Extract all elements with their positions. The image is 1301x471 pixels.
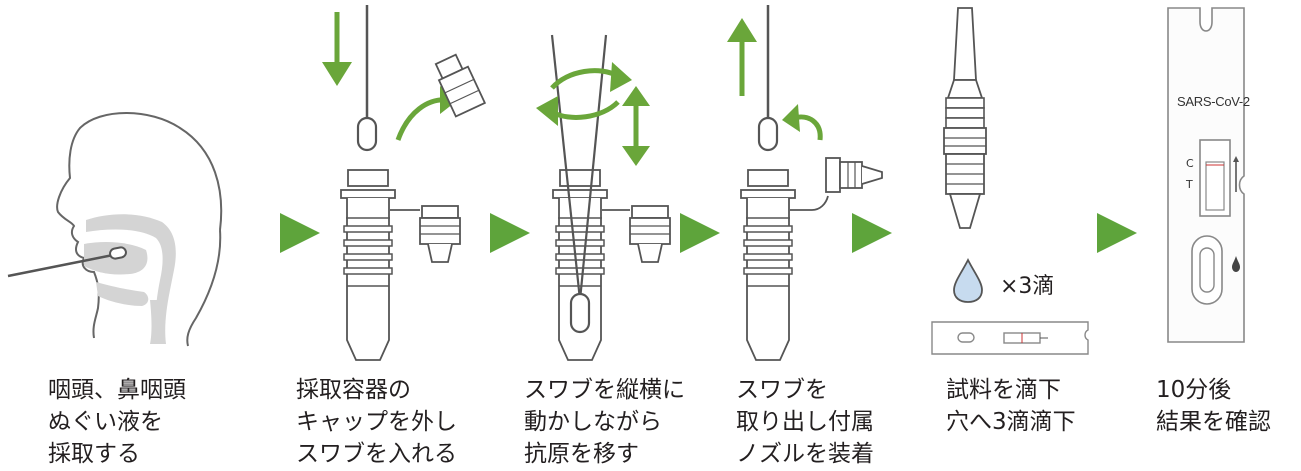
next-step-triangle-icon — [852, 213, 892, 253]
tube-icon — [740, 169, 829, 361]
head-profile-icon — [56, 112, 223, 347]
step-4-caption: スワブを取り出し付属ノズルを装着 — [736, 377, 874, 467]
swab-icon — [7, 246, 127, 278]
swab-icon — [757, 5, 779, 152]
next-step-triangle-icon — [1097, 213, 1137, 253]
nozzle-icon — [434, 53, 487, 118]
step-3-caption: スワブを縦横に動かしながら抗原を移す — [524, 377, 685, 467]
test-cassette-icon — [1167, 7, 1245, 343]
next-step-triangle-icon — [490, 213, 530, 253]
rotate-arrows-icon — [536, 62, 650, 166]
tube-icon — [340, 169, 461, 361]
step-6-caption: 10分後結果を確認 — [1156, 377, 1271, 435]
test-cassette-icon — [931, 321, 1089, 355]
next-step-triangle-icon — [680, 213, 720, 253]
curved-arrow-icon — [782, 104, 823, 141]
control-line-label: C — [1186, 157, 1194, 170]
down-arrow-icon — [322, 12, 352, 86]
nozzle-icon — [943, 7, 987, 229]
cassette-title: SARS-CoV-2 — [1177, 94, 1250, 109]
nozzle-icon — [825, 157, 883, 193]
step-5-caption: 試料を滴下穴へ3滴滴下 — [946, 377, 1076, 435]
drop-count-label: ×3滴 — [1000, 274, 1055, 299]
up-arrow-icon — [727, 18, 757, 96]
step-1-caption: 咽頭、鼻咽頭ぬぐい液を採取する — [48, 377, 186, 467]
test-line-label: T — [1186, 178, 1193, 191]
step-2-caption: 採取容器のキャップを外しスワブを入れる — [296, 377, 457, 467]
droplet-icon — [953, 257, 983, 303]
swab-icon — [356, 5, 378, 152]
next-step-triangle-icon — [280, 213, 320, 253]
swab-icon — [550, 34, 608, 334]
tube-icon — [552, 169, 671, 361]
